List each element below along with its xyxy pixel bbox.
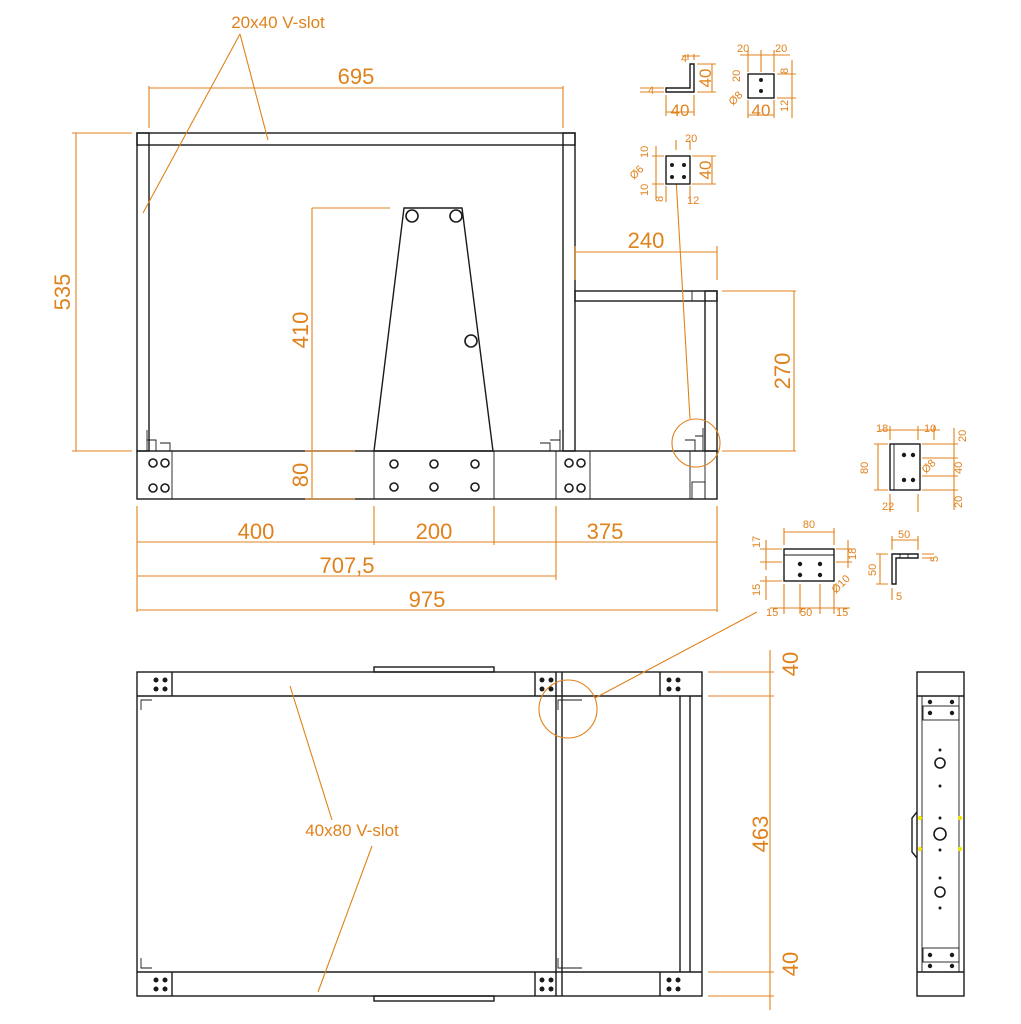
svg-text:Ø6: Ø6 <box>628 163 647 182</box>
corner-holes-bm <box>539 977 554 992</box>
bracket-b-detail: 20 20 20 8 Ø8 40 12 <box>727 43 796 120</box>
dim-200: 200 <box>416 519 453 544</box>
dim-707-5: 707,5 <box>319 553 374 578</box>
svg-text:10: 10 <box>639 146 651 158</box>
svg-text:50: 50 <box>800 607 812 619</box>
dim-695: 695 <box>338 64 375 89</box>
svg-text:Ø8: Ø8 <box>920 457 939 476</box>
dim-80: 80 <box>288 463 313 487</box>
corner-holes-tr <box>666 677 681 692</box>
svg-text:8: 8 <box>779 68 791 74</box>
svg-text:40: 40 <box>671 101 690 120</box>
svg-text:4: 4 <box>648 85 654 97</box>
bracket-f-detail: 50 50 5 5 <box>867 529 941 603</box>
detail-circle-top <box>538 679 598 739</box>
svg-text:5: 5 <box>896 591 902 603</box>
highlight-marks <box>917 815 963 852</box>
corner-holes-tl <box>153 677 168 692</box>
base-plate-left <box>148 458 170 493</box>
dim-40-bottom: 40 <box>778 952 803 976</box>
svg-text:12: 12 <box>779 100 791 112</box>
svg-text:20: 20 <box>685 133 697 145</box>
dim-410: 410 <box>288 312 313 349</box>
svg-text:Ø8: Ø8 <box>727 89 746 108</box>
tower-plate <box>373 207 494 452</box>
dim-375: 375 <box>587 519 624 544</box>
svg-text:17: 17 <box>751 536 763 548</box>
svg-text:18: 18 <box>847 548 859 560</box>
detail-circle-front <box>671 418 721 468</box>
base-plate-right <box>564 458 586 493</box>
label-40x80-vslot: 40x80 V-slot <box>305 821 399 840</box>
svg-text:15: 15 <box>836 607 848 619</box>
svg-text:15: 15 <box>751 584 763 596</box>
svg-text:50: 50 <box>898 529 910 541</box>
dim-975: 975 <box>409 587 446 612</box>
label-20x40-vslot: 20x40 V-slot <box>231 13 325 32</box>
svg-text:40: 40 <box>696 69 715 88</box>
top-view <box>136 666 703 1002</box>
dim-40-top: 40 <box>778 652 803 676</box>
top-view-dimensions: 40 463 40 40x80 V-slot <box>289 611 803 1010</box>
front-view-dimensions: 695 535 410 80 240 270 400 200 375 707,5… <box>50 13 796 612</box>
svg-text:8: 8 <box>654 196 666 202</box>
svg-text:40: 40 <box>696 161 715 180</box>
bracket-d-detail: 18 10 20 80 Ø8 40 22 20 <box>859 423 969 513</box>
dim-535: 535 <box>50 274 75 311</box>
svg-text:80: 80 <box>803 519 815 531</box>
dim-463: 463 <box>748 816 773 853</box>
svg-text:4: 4 <box>681 53 687 65</box>
dim-240: 240 <box>628 228 665 253</box>
corner-holes-bl <box>153 977 168 992</box>
dim-270: 270 <box>770 353 795 390</box>
svg-text:40: 40 <box>752 101 771 120</box>
svg-text:20: 20 <box>953 496 965 508</box>
corner-holes-tm <box>539 677 554 692</box>
svg-text:5: 5 <box>929 556 941 562</box>
side-extension <box>574 290 718 302</box>
svg-text:15: 15 <box>766 607 778 619</box>
bracket-c-detail: 10 20 Ø6 40 10 8 12 <box>628 133 716 207</box>
svg-text:18: 18 <box>876 423 888 435</box>
svg-text:20: 20 <box>957 430 969 442</box>
svg-text:40: 40 <box>953 462 965 474</box>
svg-text:20: 20 <box>775 43 787 55</box>
svg-text:22: 22 <box>882 501 894 513</box>
svg-text:20: 20 <box>737 43 749 55</box>
corner-holes-br <box>666 977 681 992</box>
bracket-a-detail: 4 4 40 40 <box>640 53 716 120</box>
front-view <box>136 132 718 500</box>
svg-text:20: 20 <box>731 70 743 82</box>
base-plate-center <box>389 459 480 492</box>
svg-text:10: 10 <box>639 184 651 196</box>
svg-text:12: 12 <box>687 195 699 207</box>
svg-text:80: 80 <box>859 462 871 474</box>
bracket-e-detail: 80 17 18 15 Ø10 15 50 15 <box>751 519 859 619</box>
svg-text:50: 50 <box>867 564 879 576</box>
dim-400: 400 <box>238 519 275 544</box>
side-view <box>911 671 965 997</box>
svg-text:10: 10 <box>924 423 936 435</box>
